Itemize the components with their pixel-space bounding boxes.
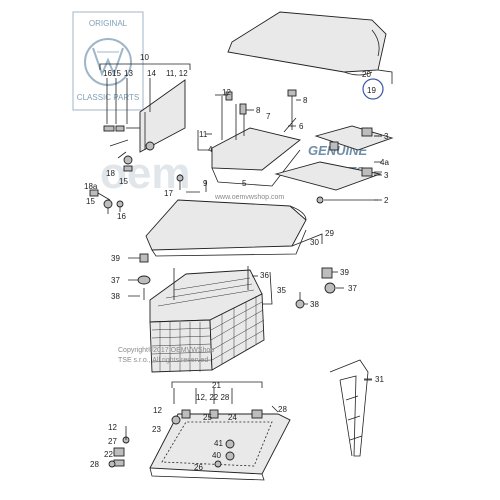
callout-38b: 38	[310, 300, 319, 309]
callout-17: 17	[164, 189, 173, 198]
callout-15b: 15	[119, 177, 128, 186]
net-mesh	[151, 277, 265, 372]
callout-20: 20	[362, 70, 371, 79]
callout-4a: 4a	[380, 158, 389, 167]
callout-4: 4	[208, 145, 213, 154]
callout-22: 22	[104, 450, 113, 459]
classic-parts-badge: ORIGINAL CLASSIC PARTS	[72, 11, 144, 111]
callout-15: 15	[112, 69, 121, 78]
site-text: www.oemvwshop.com	[214, 194, 284, 201]
callout-28: 28	[278, 405, 287, 414]
callout-labels: 10 16 15 13 14 11, 12 20 19 12 8 8 7 6 1…	[84, 53, 389, 472]
brand-big-text: oem	[100, 149, 190, 198]
callout-29: 29	[325, 229, 334, 238]
callout-25: 25	[203, 413, 212, 422]
callout-11: 11	[199, 130, 208, 139]
callout-15c: 15	[86, 197, 95, 206]
callout-26: 26	[194, 463, 203, 472]
part-panel-20	[227, 11, 393, 100]
callout-8b: 8	[303, 96, 308, 105]
part-net-basket-35	[128, 253, 273, 373]
part-hardware-37-39	[295, 267, 344, 309]
callout-18: 18	[106, 169, 115, 178]
callout-12b: 12	[153, 406, 162, 415]
vw-logo-icon	[84, 38, 132, 86]
callout-19: 19	[367, 86, 376, 95]
part-fasteners-18a	[89, 189, 124, 214]
callout-10: 10	[140, 53, 149, 62]
part-bracket-31	[329, 359, 372, 457]
part-bracket-4a	[274, 125, 394, 204]
callout-23: 23	[152, 425, 161, 434]
callout-21: 21	[212, 381, 221, 390]
callout-35: 35	[277, 286, 286, 295]
callout-14: 14	[147, 69, 156, 78]
callout-9: 9	[203, 179, 208, 188]
callout-40: 40	[212, 451, 221, 460]
copyright-line-1: Copyright©2017 OEMVWShop	[118, 346, 214, 354]
callout-7: 7	[266, 112, 271, 121]
badge-subtitle: CLASSIC PARTS	[77, 93, 139, 102]
callout-16b: 16	[117, 212, 126, 221]
callout-6: 6	[299, 122, 304, 131]
callout-37: 37	[111, 276, 120, 285]
callout-13: 13	[124, 69, 133, 78]
callout-2: 2	[384, 196, 389, 205]
callout-30: 30	[310, 238, 319, 247]
callout-5: 5	[242, 179, 247, 188]
part-plate-5	[176, 89, 302, 193]
copyright-line-2: TSE s.r.o., All rights reserved	[118, 357, 208, 364]
callout-38: 38	[111, 292, 120, 301]
callout-16: 16	[103, 69, 112, 78]
callout-12-22-28: 12, 22 28	[196, 393, 230, 402]
callout-39b: 39	[340, 268, 349, 277]
callout-12: 12	[222, 88, 231, 97]
callout-28b: 28	[90, 460, 99, 469]
callout-18a: 18a	[84, 182, 98, 191]
leader-lines	[206, 94, 382, 380]
callout-3: 3	[384, 132, 389, 141]
callout-3b: 3	[384, 171, 389, 180]
callout-39: 39	[111, 254, 120, 263]
callout-41: 41	[214, 439, 223, 448]
callout-31: 31	[375, 375, 384, 384]
callout-36: 36	[260, 271, 269, 280]
callout-8: 8	[256, 106, 261, 115]
callout-11-12: 11, 12	[166, 69, 188, 78]
part-19-highlight	[362, 78, 384, 100]
callout-12c: 12	[108, 423, 117, 432]
part-frame-10	[99, 63, 191, 172]
part-tray-21	[108, 381, 291, 481]
part-lid-29	[145, 199, 323, 257]
callout-37b: 37	[348, 284, 357, 293]
badge-title: ORIGINAL	[89, 19, 128, 28]
callout-27: 27	[108, 437, 117, 446]
callout-24: 24	[228, 413, 237, 422]
